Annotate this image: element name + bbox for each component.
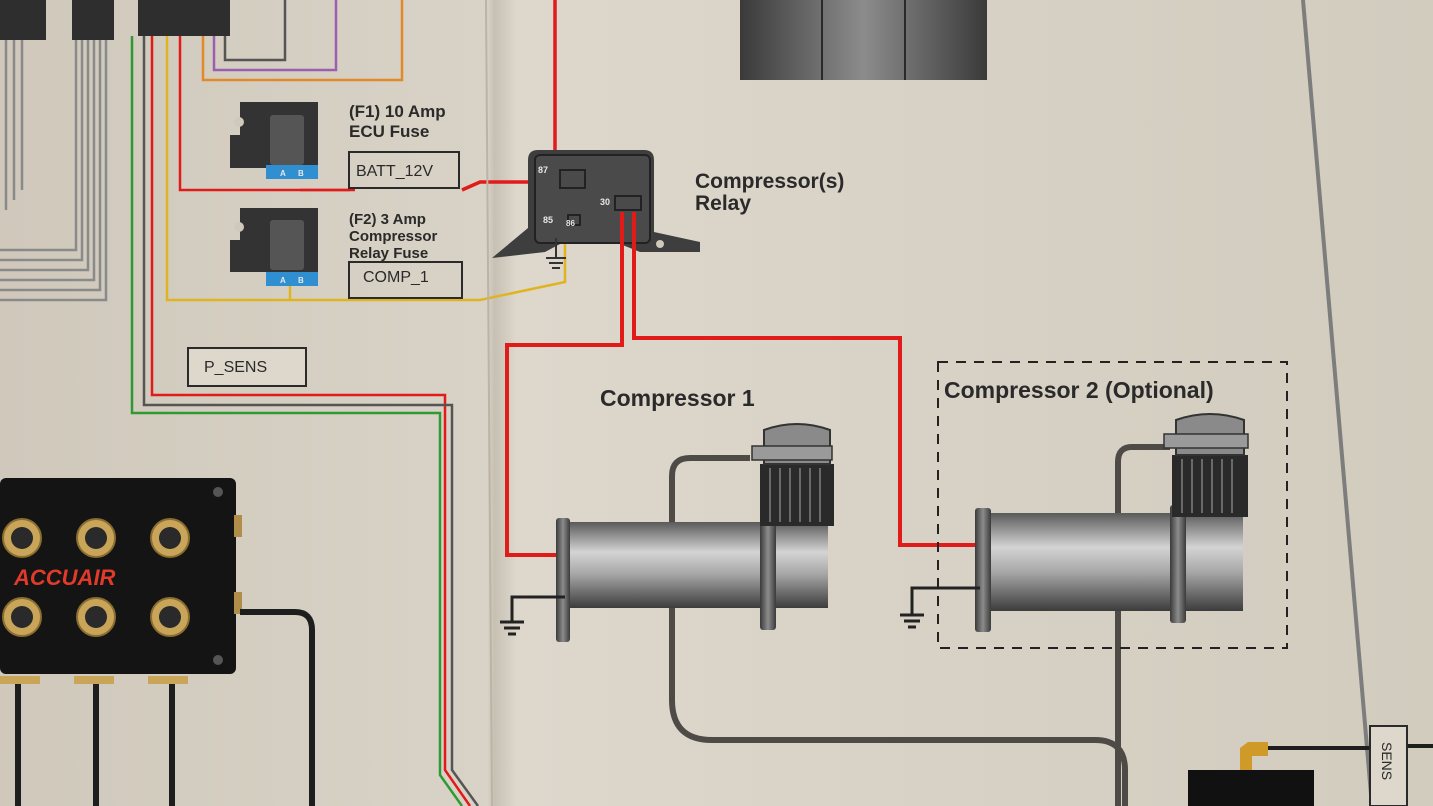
bottom-right-fitting — [1188, 725, 1433, 806]
compressor-2 — [975, 413, 1249, 632]
sensor-label: P_SENS — [204, 359, 267, 376]
relay-ground-symbol — [546, 238, 566, 269]
compressor-2-label: Compressor 2 (Optional) — [944, 377, 1214, 403]
fuse-f1-box-label: BATT_12V — [356, 163, 433, 180]
optional-compressor-box — [937, 361, 1288, 649]
fuse-f1-title-2: ECU Fuse — [349, 122, 429, 141]
compressor-1-label: Compressor 1 — [600, 385, 755, 411]
compressor-1-ground — [500, 595, 565, 636]
fuse-f1-pin-a: A — [280, 169, 286, 178]
top-wires — [130, 0, 567, 806]
mount-hole — [234, 222, 244, 232]
relay-pin-85: 85 — [543, 215, 553, 225]
relay-title-2: Relay — [695, 192, 751, 215]
fuse-f2-title-3: Relay Fuse — [349, 245, 428, 262]
fuse-f2-box-label: COMP_1 — [363, 269, 429, 286]
air-tank-top — [740, 0, 987, 80]
air-lines — [669, 444, 1170, 806]
compressor-power-wires — [505, 212, 978, 557]
sensor-box — [187, 347, 307, 387]
gray-harness — [0, 40, 108, 302]
margin-line — [1301, 0, 1374, 806]
compressor-1 — [556, 423, 834, 642]
fuse-f2-pin-a: A — [280, 276, 286, 285]
relay-title-1: Compressor(s) — [695, 170, 844, 193]
top-connectors — [0, 0, 230, 40]
fuse-f2-title-1: (F2) 3 Amp — [349, 211, 426, 228]
fuse-f2-pin-b: B — [298, 276, 304, 285]
relay-pin-86: 86 — [566, 219, 575, 228]
relay-pin-87: 87 — [538, 165, 548, 175]
fuse-holder-f1: A B — [230, 102, 318, 179]
valve-manifold — [0, 478, 242, 684]
relay-pin-30: 30 — [600, 197, 610, 207]
fuse-f2-title-2: Compressor — [349, 228, 438, 245]
page-fold — [485, 0, 493, 806]
edge-sens-label: SENS — [1379, 742, 1395, 780]
compressor-2-ground — [900, 586, 980, 629]
fuse-f1-pin-b: B — [298, 169, 304, 178]
fuse-holder-f2: A B — [230, 208, 318, 286]
manifold-lines — [15, 609, 315, 806]
fuse-f1-title-1: (F1) 10 Amp — [349, 102, 446, 121]
manifold-brand: ACCUAIR — [13, 565, 116, 590]
mount-hole — [234, 117, 244, 127]
